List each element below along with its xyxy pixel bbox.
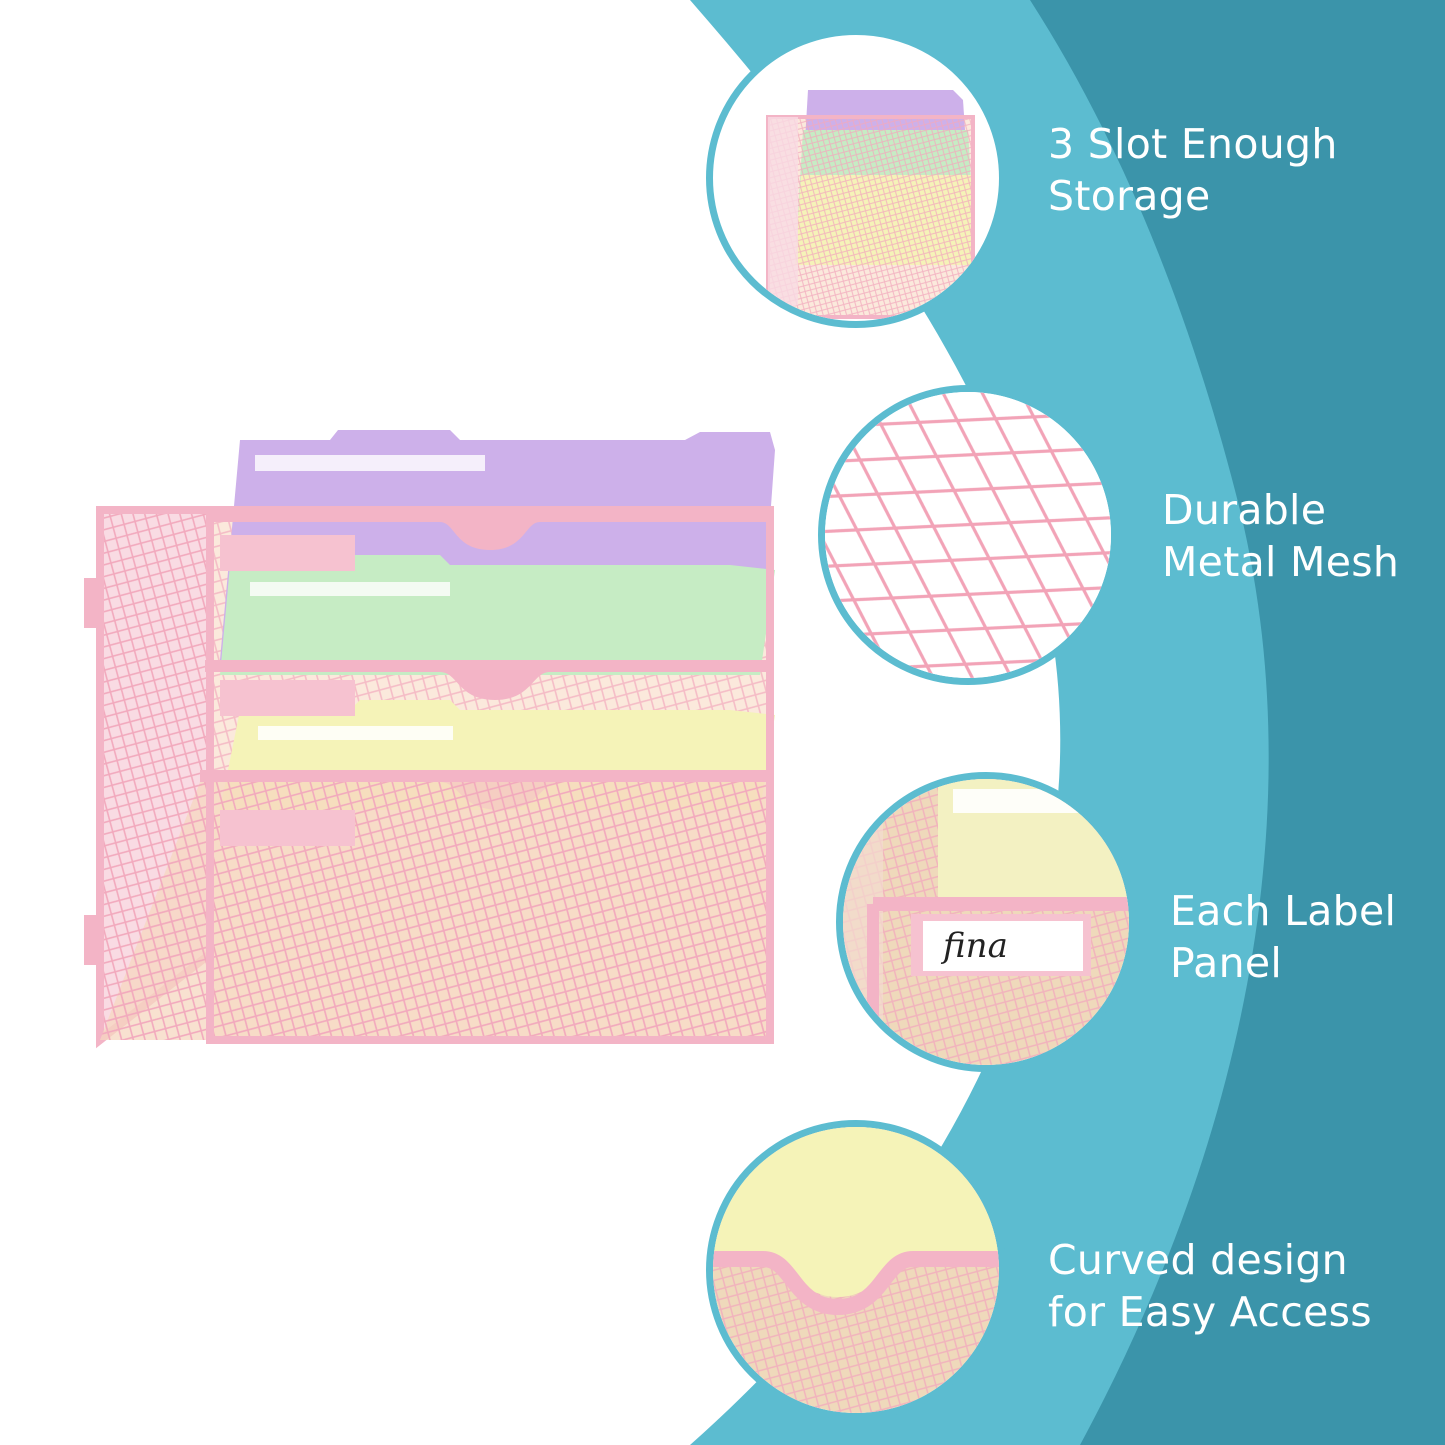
folder-green (220, 555, 775, 675)
label-panel-thumbnail: fina (843, 779, 1129, 1065)
feature-circle-label: fina (836, 772, 1136, 1072)
feature-text-label: Each Label Panel (1170, 885, 1396, 989)
tray-middle (205, 660, 770, 700)
label-tab-1 (220, 535, 355, 571)
label-panel-handwriting: fina (940, 926, 1008, 966)
tray-top (210, 510, 770, 550)
feature-label-line1: Each Label (1170, 887, 1397, 935)
feature-text-mesh: Durable Metal Mesh (1162, 484, 1399, 588)
feature-circle-storage (706, 28, 1006, 328)
curved-design-thumbnail (713, 1127, 999, 1413)
feature-circle-mesh (818, 385, 1118, 685)
feature-text-curve: Curved design for Easy Access (1048, 1234, 1372, 1338)
metal-mesh-thumbnail (825, 392, 1111, 678)
wall-hook-top (84, 578, 102, 628)
storage-thumbnail (766, 90, 975, 319)
feature-curve-line1: Curved design (1048, 1236, 1348, 1284)
feature-label-line2: Panel (1170, 939, 1283, 987)
feature-mesh-line2: Metal Mesh (1162, 538, 1400, 586)
feature-curve-line2: for Easy Access (1048, 1288, 1372, 1336)
feature-mesh-line1: Durable (1162, 486, 1327, 534)
feature-circle-curve (706, 1120, 1006, 1420)
feature-text-storage: 3 Slot Enough Storage (1048, 118, 1338, 222)
wall-file-organizer-image (84, 430, 775, 1049)
wall-hook-bottom (84, 915, 102, 965)
label-tab-2 (220, 680, 355, 716)
feature-storage-line1: 3 Slot Enough (1048, 120, 1338, 168)
feature-storage-line2: Storage (1048, 172, 1211, 220)
teal-dark-arc (1030, 0, 1445, 1445)
label-tab-3 (220, 810, 355, 846)
